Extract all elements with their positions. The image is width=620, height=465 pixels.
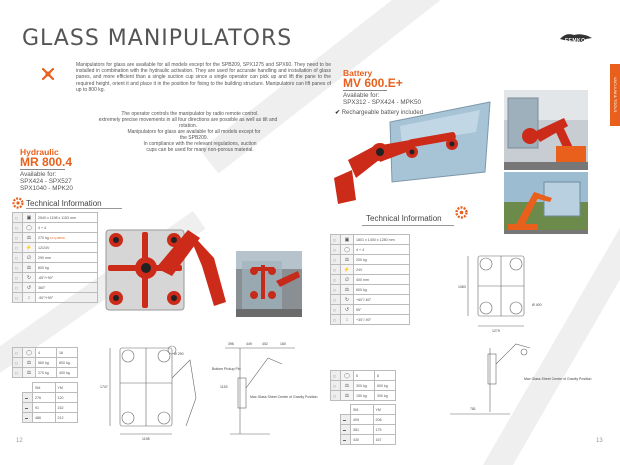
dim-label: 449 (246, 342, 252, 346)
table-row: ▢▣2540 x 1198 x 1153 mm (12, 212, 98, 223)
battery-feature: ✔ Rechargeable battery included (335, 110, 423, 117)
dim-label: 1747 (100, 385, 108, 389)
table-row: ▢↺360° (12, 282, 98, 293)
gear-icon (455, 206, 468, 219)
table-row: ▢∅400 mm (330, 274, 410, 285)
intro-line: extremely precise movements in all four … (98, 117, 278, 130)
battery-spec-table: ▢▣1801 x 1400 x 1280 mm ▢◯4 + 4 ▢⚖200 kg… (330, 234, 410, 325)
dim-label: 160 (280, 342, 286, 346)
table-row: ▢∅290 mm (12, 252, 98, 263)
table-row: ▢◯4 + 4 (330, 244, 410, 255)
battery-divider (343, 90, 387, 91)
brand-logo: FEMKO (558, 30, 594, 44)
intro-line: Manipulators for glass are available for… (127, 129, 261, 142)
table-row: ▢▣1801 x 1400 x 1280 mm (330, 234, 410, 245)
battery-outdoor-photo (504, 172, 588, 234)
hydraulic-models: SPX424 - SPX527 (20, 178, 72, 185)
table-row: ▢⚖800 kg (12, 262, 98, 273)
dim-label: 1153 (220, 385, 228, 389)
intro-paragraph: Manipulators for glass are available for… (76, 62, 331, 93)
table-row: ▢⚡24V (330, 264, 410, 275)
battery-available: Available for: (343, 92, 380, 99)
table-row: ▢↻-65°/+90° (12, 272, 98, 283)
table-row: ▢↕+30°/-90° (330, 314, 410, 325)
table-row: ▢⚖600 kg (330, 284, 410, 295)
tech-title-underline (362, 225, 454, 226)
hydraulic-manipulator-image (105, 229, 226, 311)
drawing-note: Max Glass Sheet Centre of Gravity Positi… (250, 395, 318, 399)
dim-label: Ø 400 (532, 303, 542, 307)
side-tab[interactable]: VACUUM & TOOLS (610, 64, 620, 126)
drawing-note: Bottom Pickup Pin (212, 367, 241, 371)
page-number-left: 12 (16, 438, 23, 444)
battery-technical-drawing: Ø 400 1279 1083 Max Glass Sheet Centre o… (450, 255, 592, 415)
dim-label: 402 (262, 342, 268, 346)
table-row: ▢⚖270 kg 2/4 kg MPK50 (12, 232, 98, 243)
battery-feature-text: Rechargeable battery included (341, 110, 424, 116)
dim-label: Ø 290 (174, 352, 184, 356)
table-row: ▢↻+60°/-60° (330, 294, 410, 305)
dim-label: 781 (470, 407, 476, 411)
page-number-right: 13 (596, 438, 603, 444)
brand-logo-text: FEMKO (565, 38, 586, 44)
gear-icon (12, 197, 24, 209)
hydraulic-technical-drawing: 396 449 402 160 Ø 290 Bottom Pickup Pin … (100, 342, 318, 441)
hydraulic-spec-table: ▢▣2540 x 1198 x 1153 mm ▢◯4 + 4 ▢⚖270 kg… (12, 212, 98, 303)
hydraulic-models: SPX1040 - MPK20 (20, 185, 73, 192)
drawing-note: Max Glass Sheet Centre of Gravity Positi… (524, 377, 592, 381)
battery-site-photo (504, 90, 588, 170)
table-row: ▢⚡12/24V (12, 242, 98, 253)
table-row: ▢↕-90°/+90° (12, 292, 98, 303)
hydraulic-label: Hydraulic (20, 147, 59, 157)
tech-title-underline (26, 208, 122, 209)
battery-models: SPX312 - SPX424 - MPK50 (343, 99, 422, 106)
table-row: ▢◯4 + 4 (12, 222, 98, 233)
table-row: ▢↺95° (330, 304, 410, 315)
table-row: ▢⚖200 kg (330, 254, 410, 265)
hydraulic-tech-title: Technical Information (26, 199, 102, 208)
battery-model: MV 600.E+ (343, 76, 403, 90)
page-title: GLASS MANIPULATORS (22, 26, 293, 51)
panther-logo-icon (560, 34, 592, 42)
dim-label: 1198 (142, 437, 150, 441)
move-arrows-icon (41, 67, 55, 81)
dim-label: 1279 (492, 329, 500, 333)
dim-label: 1083 (458, 285, 466, 289)
hydraulic-model: MR 800.4 (20, 155, 73, 169)
battery-manipulator-image (334, 101, 491, 204)
hydraulic-site-photo (236, 251, 302, 317)
hydraulic-divider (20, 169, 65, 170)
intro-line: The operator controls the manipulator by… (121, 111, 259, 117)
battery-label: Battery (343, 68, 373, 78)
check-icon: ✔ (335, 110, 341, 116)
dim-label: 396 (228, 342, 234, 346)
intro-line: In compliance with the relevant regulati… (143, 141, 257, 154)
hydraulic-available: Available for: (20, 171, 57, 178)
battery-tech-title: Technical Information (366, 214, 442, 223)
